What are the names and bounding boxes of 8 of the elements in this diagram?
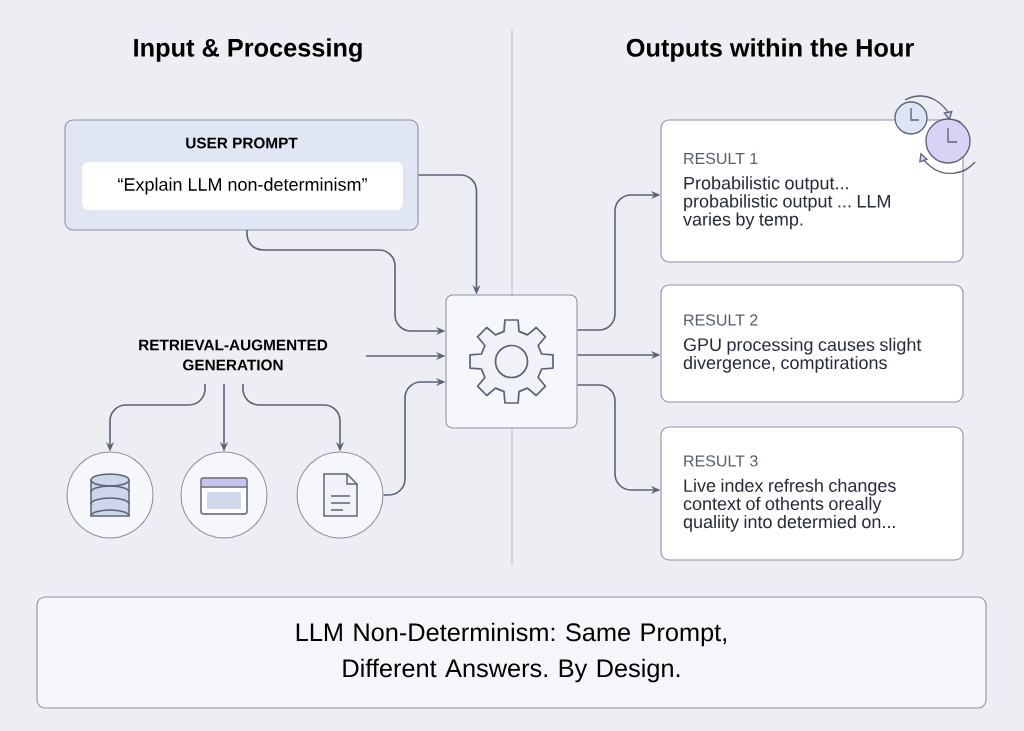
banner: LLM Non-Determinism: Same Prompt, Different Answers. By Design. — [36, 596, 987, 709]
rag-label: RETRIEVAL-AUGMENTED GENERATION — [139, 339, 328, 371]
prompt-field: “Explain LLM non-determinism” — [82, 162, 403, 210]
heading: Outputs within the Hour — [626, 38, 914, 62]
result-card: RESULT 2 GPU processing causes slight divergence, comptirations — [660, 284, 964, 403]
heading: Input & Processing — [134, 38, 362, 62]
result-card: RESULT 3 Live index refresh changes context of othents oreally qualiity into determied on... — [660, 426, 964, 561]
result-card: RESULT 1 Probabilistic output... probabilistic output ... LLM varies by temp. — [660, 119, 964, 263]
